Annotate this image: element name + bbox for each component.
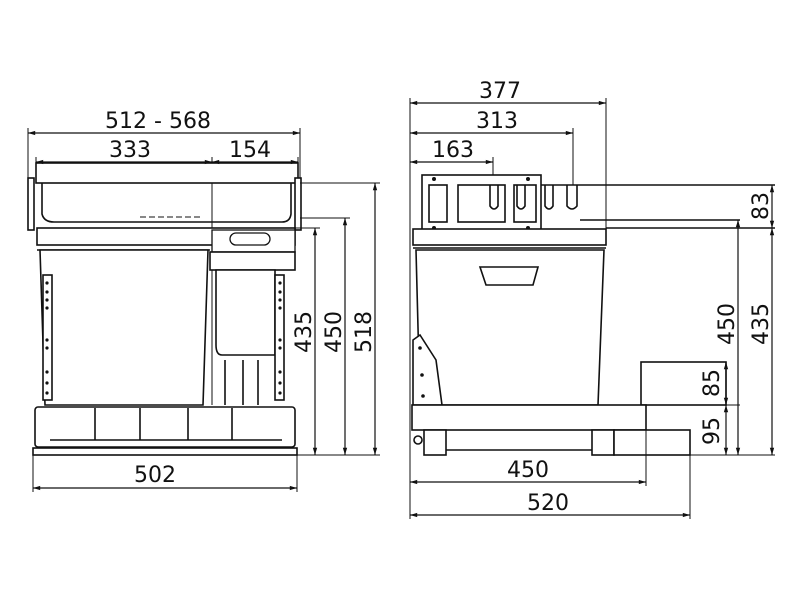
bottom-basket (34, 406, 296, 448)
dim-height-450: 450 (322, 311, 347, 353)
front-view: 512 - 568 333 154 502 435 450 518 (27, 109, 380, 492)
dim-total-width: 512 - 568 (105, 109, 211, 134)
dim-side-height-435: 435 (749, 303, 774, 345)
dim-small-bin-width: 154 (229, 138, 271, 163)
side-bracket-right (294, 177, 302, 231)
dim-base-depth: 450 (507, 458, 549, 483)
top-frame (35, 162, 299, 184)
bin-handle (478, 266, 540, 286)
side-bracket-left (27, 177, 35, 231)
dim-side-height-450: 450 (715, 303, 740, 345)
dim-overall-depth: 377 (479, 79, 521, 104)
rail-left (42, 274, 53, 401)
dim-base-width: 502 (134, 463, 176, 488)
dim-step-height: 85 (700, 369, 725, 397)
side-bracket (412, 333, 443, 406)
dim-height-435: 435 (292, 311, 317, 353)
side-view: 377 313 163 83 450 435 85 95 450 520 (409, 79, 775, 519)
large-bin (39, 249, 209, 406)
rail-right (274, 274, 285, 401)
dim-large-bin-width: 333 (109, 138, 151, 163)
dim-height-518: 518 (352, 311, 377, 353)
small-bin (215, 269, 276, 356)
dim-slot-depth: 163 (432, 138, 474, 163)
dim-top-basket-height: 83 (749, 192, 774, 220)
dim-basket-depth: 313 (476, 109, 518, 134)
dim-total-depth: 520 (527, 491, 569, 516)
drawer-top-band (412, 228, 607, 246)
small-bin-lid (209, 251, 296, 271)
step-box (640, 361, 727, 406)
side-bin (415, 249, 605, 406)
side-base (411, 404, 647, 431)
dim-base-height: 95 (700, 417, 725, 445)
base-plate (32, 447, 298, 456)
